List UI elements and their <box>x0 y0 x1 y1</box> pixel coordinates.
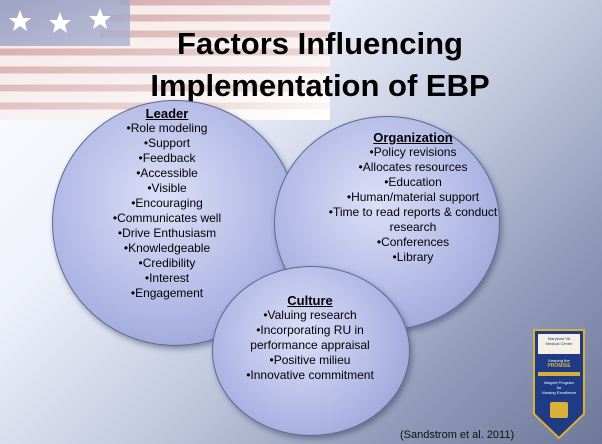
culture-heading: Culture <box>287 293 333 308</box>
organization-item: Policy revisions <box>318 145 508 160</box>
culture-group: Culture Valuing research Incorporating R… <box>226 293 394 383</box>
slide-title-line-2: Implementation of EBP <box>150 68 490 103</box>
culture-list: Valuing research Incorporating RU in per… <box>226 308 394 383</box>
organization-item: Human/material support <box>318 190 508 205</box>
leader-item: Encouraging <box>82 196 252 211</box>
organization-list: Policy revisions Allocates resources Edu… <box>318 145 508 265</box>
organization-item: Conferences <box>318 235 508 250</box>
leader-list: Role modeling Support Feedback Accessibl… <box>82 121 252 301</box>
leader-item: Role modeling <box>82 121 252 136</box>
badge-text-4: PROMISE <box>547 363 571 369</box>
culture-item: Incorporating RU in performance appraisa… <box>226 323 394 353</box>
leader-heading: Leader <box>145 106 189 121</box>
leader-item: Accessible <box>82 166 252 181</box>
leader-item: Credibility <box>82 256 252 271</box>
culture-item: Positive milieu <box>226 353 394 368</box>
organization-item: Time to read reports & conduct research <box>318 205 508 235</box>
organization-heading: Organization <box>373 130 453 145</box>
leader-group: Leader Role modeling Support Feedback Ac… <box>82 106 252 301</box>
leader-item: Engagement <box>82 286 252 301</box>
citation: (Sandstrom et al. 2011) <box>400 429 515 441</box>
leader-item: Interest <box>82 271 252 286</box>
organization-item: Education <box>318 175 508 190</box>
badge-text-1: Maryland VA <box>547 336 571 341</box>
leader-item: Knowledgeable <box>82 241 252 256</box>
organization-item: Library <box>318 250 508 265</box>
culture-item: Innovative commitment <box>226 368 394 383</box>
magnet-badge-icon <box>533 329 585 440</box>
badge-text-2: Medical Center <box>545 341 573 346</box>
leader-item: Drive Enthusiasm <box>82 226 252 241</box>
badge-text-3: Keeping the <box>548 358 570 363</box>
leader-item: Support <box>82 136 252 151</box>
badge-text-7: Nursing Excellence <box>541 390 577 395</box>
leader-item: Communicates well <box>82 211 252 226</box>
culture-item: Valuing research <box>226 308 394 323</box>
badge-text-5: Magnet Program <box>544 380 574 385</box>
organization-group: Organization Policy revisions Allocates … <box>318 130 508 265</box>
leader-item: Feedback <box>82 151 252 166</box>
flag-banner-icon <box>0 0 330 120</box>
leader-item: Visible <box>82 181 252 196</box>
slide-title-line-1: Factors Influencing <box>177 26 463 61</box>
badge-text-6: for <box>556 385 562 390</box>
organization-item: Allocates resources <box>318 160 508 175</box>
